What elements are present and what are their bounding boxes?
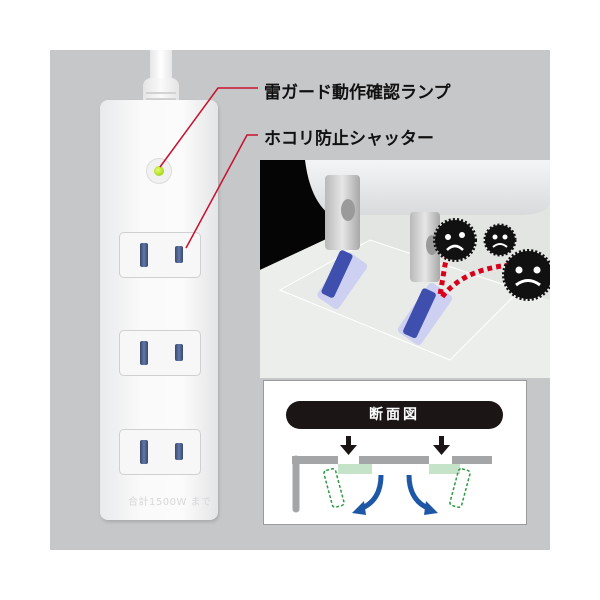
shutter-slot-left [317, 250, 368, 310]
lamp-callout-label: 雷ガード動作確認ランプ [264, 83, 451, 103]
outlet-3 [119, 429, 201, 475]
cross-section-diagram: 断面図 [263, 380, 527, 525]
dust-icon-2 [483, 223, 517, 257]
down-arrow-icon [340, 436, 450, 455]
shutter-slot-right [397, 282, 453, 346]
shutter-open-arrow-icon [358, 474, 432, 512]
outlet-2 [119, 330, 201, 376]
lightning-guard-lamp-icon [154, 166, 164, 176]
dust-icon-1 [433, 218, 477, 262]
power-cord [150, 50, 172, 80]
shutter-closeup-photo [260, 160, 550, 378]
outlet-1 [119, 232, 201, 278]
diagram-title: 断面図 [286, 401, 503, 429]
rating-text: 合計1500W まで [128, 497, 212, 508]
shutter-callout-label: ホコリ防止シャッター [264, 129, 434, 149]
dust-icon-3 [502, 249, 550, 301]
